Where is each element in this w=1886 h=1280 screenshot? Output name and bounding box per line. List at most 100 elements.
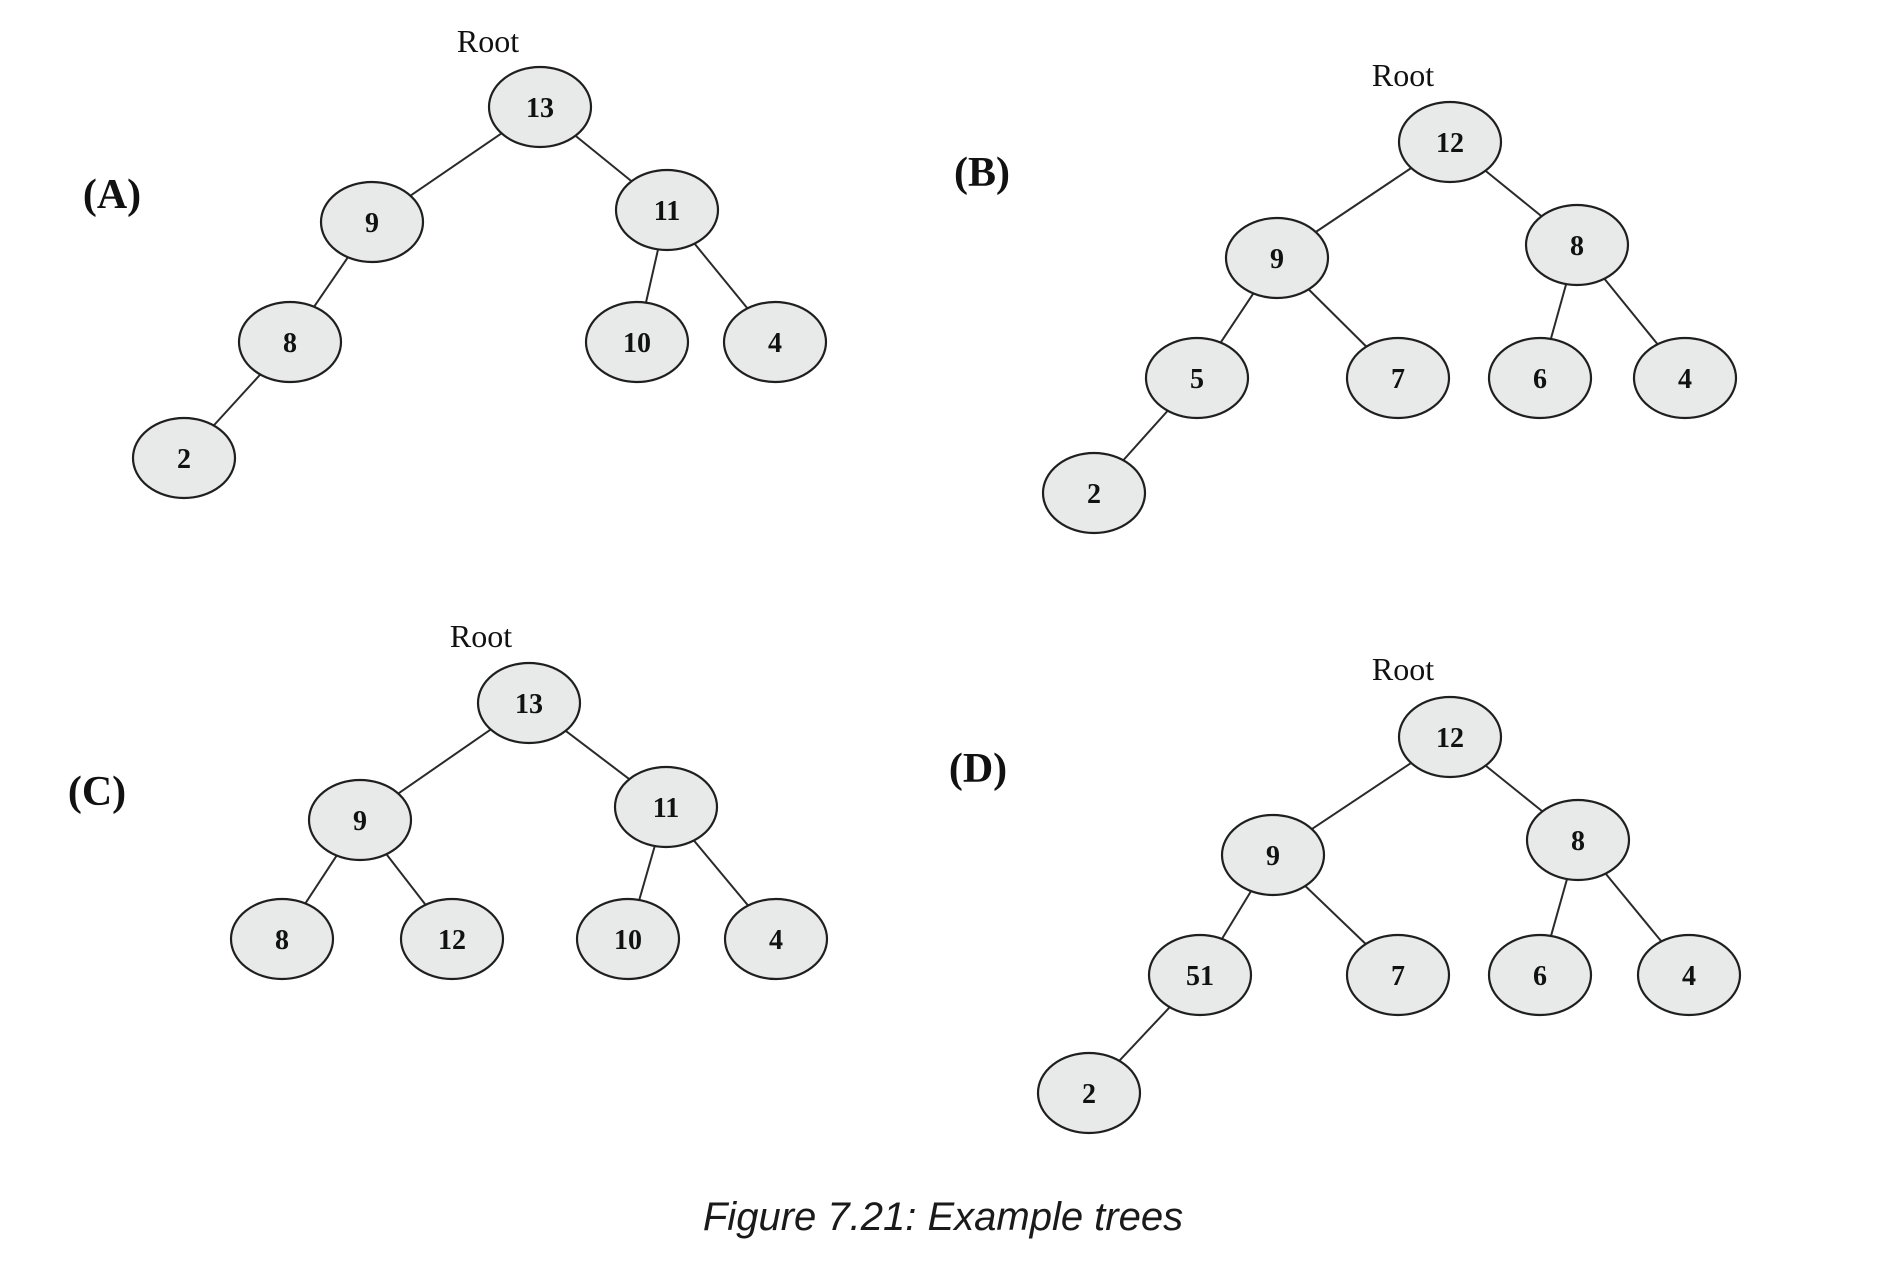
tree-edge [409, 132, 503, 197]
node-value: 7 [1391, 961, 1405, 992]
tree-edge [313, 256, 349, 308]
tree-node: 9 [307, 778, 413, 862]
tree-panel-label: (B) [954, 150, 1010, 196]
node-value: 8 [1571, 826, 1585, 857]
tree-edge [1484, 764, 1544, 813]
tree-node: 4 [1632, 336, 1738, 420]
tree-edge [1307, 288, 1368, 348]
node-value: 4 [769, 925, 783, 956]
root-label: Root [457, 23, 519, 59]
tree-edge [1603, 278, 1659, 345]
node-ellipse [487, 65, 593, 149]
node-ellipse [1525, 798, 1631, 882]
node-ellipse [1144, 336, 1250, 420]
node-value: 9 [365, 208, 379, 239]
node-value: 9 [353, 806, 367, 837]
node-value: 11 [654, 196, 680, 227]
node-value: 2 [1082, 1079, 1096, 1110]
tree-node: 8 [237, 300, 343, 384]
tree-node: 51 [1147, 933, 1253, 1017]
root-label: Root [450, 618, 512, 654]
node-value: 6 [1533, 961, 1547, 992]
tree-node: 6 [1487, 933, 1593, 1017]
node-ellipse [1147, 933, 1253, 1017]
node-ellipse [131, 416, 237, 500]
tree-panel: (B) Root 12 9 8 5 7 6 4 2 [954, 57, 1738, 535]
tree-edge [1604, 872, 1663, 943]
tree-edge [385, 853, 427, 906]
tree-node: 8 [1525, 798, 1631, 882]
tree-node: 8 [1524, 203, 1630, 287]
tree-node: 2 [1036, 1051, 1142, 1135]
node-value: 8 [1570, 231, 1584, 262]
node-ellipse [1487, 336, 1593, 420]
tree-node: 9 [319, 180, 425, 264]
node-ellipse [584, 300, 690, 384]
tree-node: 2 [1041, 451, 1147, 535]
tree-edge [397, 728, 492, 795]
tree-edge [1315, 167, 1412, 233]
tree-node: 2 [131, 416, 237, 500]
node-value: 4 [768, 328, 782, 359]
tree-panel: (A) Root 13 9 11 8 10 4 2 [83, 23, 828, 500]
tree-node: 12 [399, 897, 505, 981]
tree-edge [638, 845, 656, 901]
figure-caption: Figure 7.21: Example trees [702, 1195, 1184, 1239]
node-ellipse [613, 765, 719, 849]
tree-node: 12 [1397, 100, 1503, 184]
tree-node: 7 [1345, 933, 1451, 1017]
tree-edge [1484, 169, 1543, 218]
node-ellipse [229, 897, 335, 981]
node-ellipse [1224, 216, 1330, 300]
tree-edge [1122, 410, 1169, 461]
tree-edge [1221, 890, 1252, 940]
node-ellipse [1524, 203, 1630, 287]
tree-panel-label: (A) [83, 172, 141, 218]
tree-node: 9 [1220, 813, 1326, 897]
tree-edge [565, 730, 630, 780]
node-ellipse [1036, 1051, 1142, 1135]
node-ellipse [1487, 933, 1593, 1017]
tree-edge [1304, 885, 1367, 945]
tree-node: 4 [722, 300, 828, 384]
node-ellipse [575, 897, 681, 981]
node-ellipse [1397, 100, 1503, 184]
node-value: 4 [1682, 961, 1696, 992]
root-label: Root [1372, 57, 1434, 93]
tree-node: 5 [1144, 336, 1250, 420]
tree-node: 4 [1636, 933, 1742, 1017]
node-value: 8 [275, 925, 289, 956]
node-value: 13 [515, 689, 543, 720]
node-ellipse [307, 778, 413, 862]
tree-node: 12 [1397, 695, 1503, 779]
node-value: 4 [1678, 364, 1692, 395]
node-value: 10 [614, 925, 642, 956]
node-value: 5 [1190, 364, 1204, 395]
node-value: 9 [1270, 244, 1284, 275]
node-ellipse [237, 300, 343, 384]
node-ellipse [614, 168, 720, 252]
node-ellipse [1397, 695, 1503, 779]
tree-edge [304, 855, 338, 904]
tree-edge [693, 839, 749, 907]
node-ellipse [1345, 336, 1451, 420]
node-value: 2 [177, 444, 191, 475]
node-ellipse [1632, 336, 1738, 420]
tree-edge [1311, 762, 1412, 830]
tree-panel-label: (C) [68, 769, 126, 815]
node-value: 13 [526, 93, 554, 124]
tree-edge [1219, 292, 1255, 344]
tree-panel-label: (D) [949, 746, 1007, 792]
tree-node: 6 [1487, 336, 1593, 420]
node-value: 7 [1391, 364, 1405, 395]
node-ellipse [319, 180, 425, 264]
tree-edge [1549, 283, 1568, 340]
tree-node: 13 [487, 65, 593, 149]
tree-node: 10 [584, 300, 690, 384]
tree-node: 4 [723, 897, 829, 981]
node-ellipse [1220, 813, 1326, 897]
node-value: 10 [623, 328, 651, 359]
tree-edge [574, 134, 633, 183]
